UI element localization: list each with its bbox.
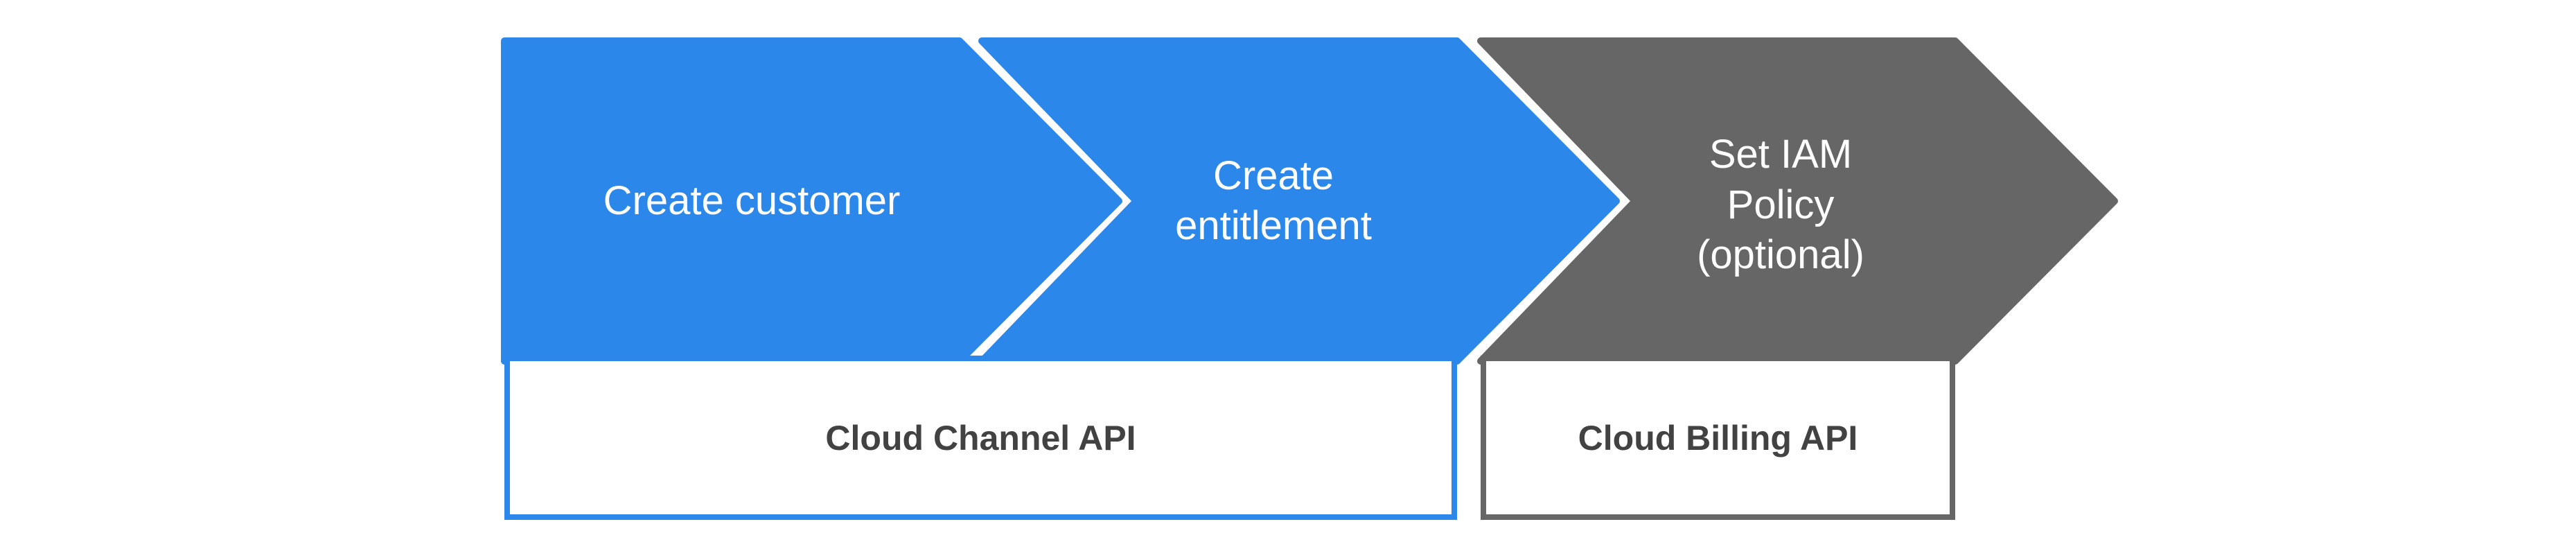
step-label-create-entitlement: Create entitlement xyxy=(1175,152,1372,249)
api-label-cloud-billing: Cloud Billing API xyxy=(1578,418,1858,458)
api-label-cloud-channel: Cloud Channel API xyxy=(825,418,1136,458)
step-label-set-iam-policy: Set IAM Policy (optional) xyxy=(1697,132,1864,278)
step-arrow-create-customer xyxy=(501,37,1122,365)
step-label-create-customer: Create customer xyxy=(603,177,901,223)
api-box-cloud-billing xyxy=(1481,356,1955,520)
api-box-cloud-channel xyxy=(504,356,1457,520)
